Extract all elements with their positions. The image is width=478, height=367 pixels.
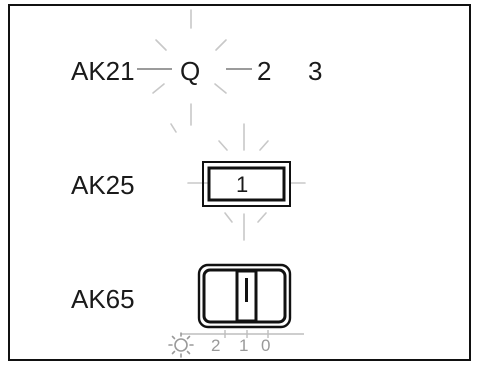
diagram-frame [8,4,471,361]
ak65-scale-lines [181,330,304,338]
ak65-scale-2: 2 [211,336,221,355]
ak65-scale-0: 0 [261,336,271,355]
glow-rays-ak25 [187,123,306,241]
switch-label-ak65: AK65 [71,284,135,314]
ak65-scale-1: 1 [239,336,249,355]
ak25-switch-value: 1 [236,172,249,197]
ak21-position-3: 3 [308,56,323,86]
glow-rays-ak21 [152,9,227,133]
ak65-switch-outline [197,263,292,329]
brightness-sun-icon [168,332,194,358]
switch-label-ak21: AK21 [71,56,135,86]
ak21-position-2: 2 [257,56,272,86]
switch-label-ak25: AK25 [71,170,135,200]
ak25-switch-outline [202,161,291,207]
ak21-position-q: Q [180,56,201,86]
